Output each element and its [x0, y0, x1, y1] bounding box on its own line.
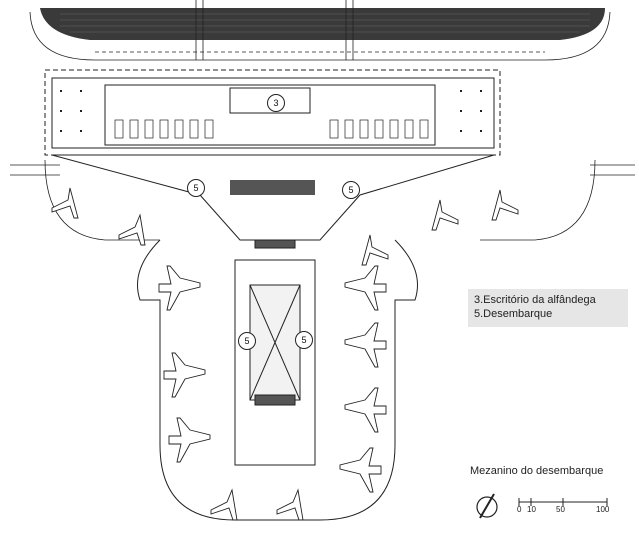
aircraft: [168, 417, 211, 463]
roof-band-hatch: [60, 13, 590, 33]
callout-arrivals: 5: [187, 179, 205, 197]
aircraft: [339, 447, 382, 493]
aircraft-group: [51, 187, 519, 521]
approach-roads: [29, 0, 611, 61]
scale-tick-label: 50: [556, 505, 565, 514]
aircraft: [431, 199, 459, 231]
airside-roads: [10, 159, 635, 241]
central-stairs: [230, 180, 315, 195]
callout-arrivals: 5: [238, 332, 256, 350]
aircraft: [158, 265, 201, 311]
terminal-outline: [44, 69, 501, 156]
aircraft: [210, 488, 238, 521]
arrivals-hall-taper: [51, 154, 495, 241]
aircraft: [118, 213, 146, 246]
north-arrow-icon: [476, 493, 498, 519]
scale-tick-label: 10: [527, 505, 536, 514]
pier: [137, 239, 418, 521]
callout-customs-office: 3: [267, 94, 285, 112]
aircraft: [276, 488, 304, 521]
aircraft: [163, 352, 206, 398]
scale-tick-label: 0: [517, 505, 522, 514]
legend: 3.Escritório da alfândega 5.Desembarque: [468, 289, 628, 327]
column-grid: [60, 90, 482, 132]
scale-tick-label: 100: [596, 505, 610, 514]
roof-band: [40, 8, 605, 40]
callout-arrivals: 5: [342, 181, 360, 199]
legend-item-arrivals: 5.Desembarque: [474, 308, 553, 320]
plan-title: Mezanino do desembarque: [470, 465, 604, 477]
legend-item-customs-office: 3.Escritório da alfândega: [474, 294, 596, 306]
scale-bar: [518, 498, 608, 506]
aircraft: [361, 234, 389, 266]
aircraft: [491, 189, 519, 221]
aircraft: [51, 187, 79, 219]
baggage-belts: [114, 119, 429, 139]
aircraft: [344, 322, 387, 368]
callout-arrivals: 5: [295, 331, 313, 349]
aircraft: [344, 387, 387, 433]
aircraft: [344, 265, 387, 311]
